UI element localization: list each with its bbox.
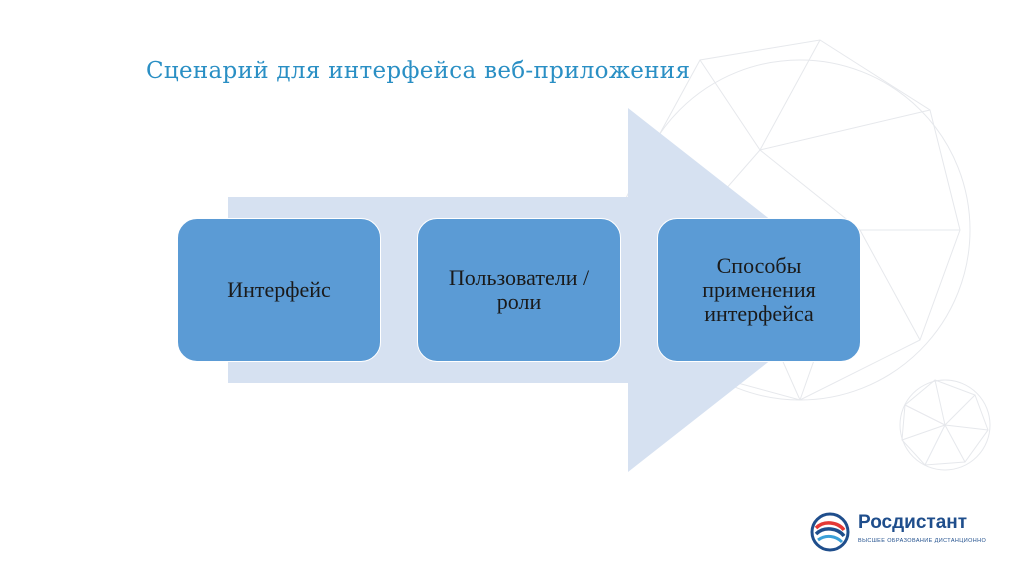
step-box-usage-methods: Способы применения интерфейса bbox=[657, 218, 861, 362]
step-label: Интерфейс bbox=[215, 278, 343, 302]
logo-name: Росдистант bbox=[858, 512, 967, 534]
rosdistant-logo: Росдистант ВЫСШЕЕ ОБРАЗОВАНИЕ ДИСТАНЦИОН… bbox=[810, 508, 1000, 558]
rosdistant-logo-icon bbox=[810, 512, 850, 552]
logo-tagline: ВЫСШЕЕ ОБРАЗОВАНИЕ ДИСТАНЦИОННО bbox=[858, 538, 986, 544]
step-label: Пользователи / роли bbox=[418, 266, 620, 314]
step-box-interface: Интерфейс bbox=[177, 218, 381, 362]
step-box-users-roles: Пользователи / роли bbox=[417, 218, 621, 362]
step-label: Способы применения интерфейса bbox=[658, 254, 860, 326]
